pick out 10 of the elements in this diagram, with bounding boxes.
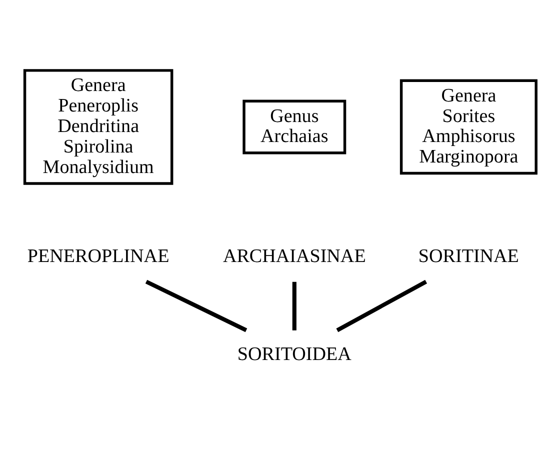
node-text: ARCHAIASINAE [222, 246, 366, 267]
node-box: Genera Sorites Amphisorus Marginopora [400, 78, 538, 174]
connector [145, 279, 248, 332]
node-box: Genus Archaias [242, 99, 346, 154]
node-text: SORITINAE [418, 246, 519, 267]
node-box: Genera Peneroplis Dendritina Spirolina Monalysidium [23, 68, 174, 184]
node-text: PENEROPLINAE [27, 246, 170, 267]
connector [336, 279, 428, 332]
node-text: SORITOIDEA [237, 344, 352, 365]
connector [292, 281, 296, 330]
